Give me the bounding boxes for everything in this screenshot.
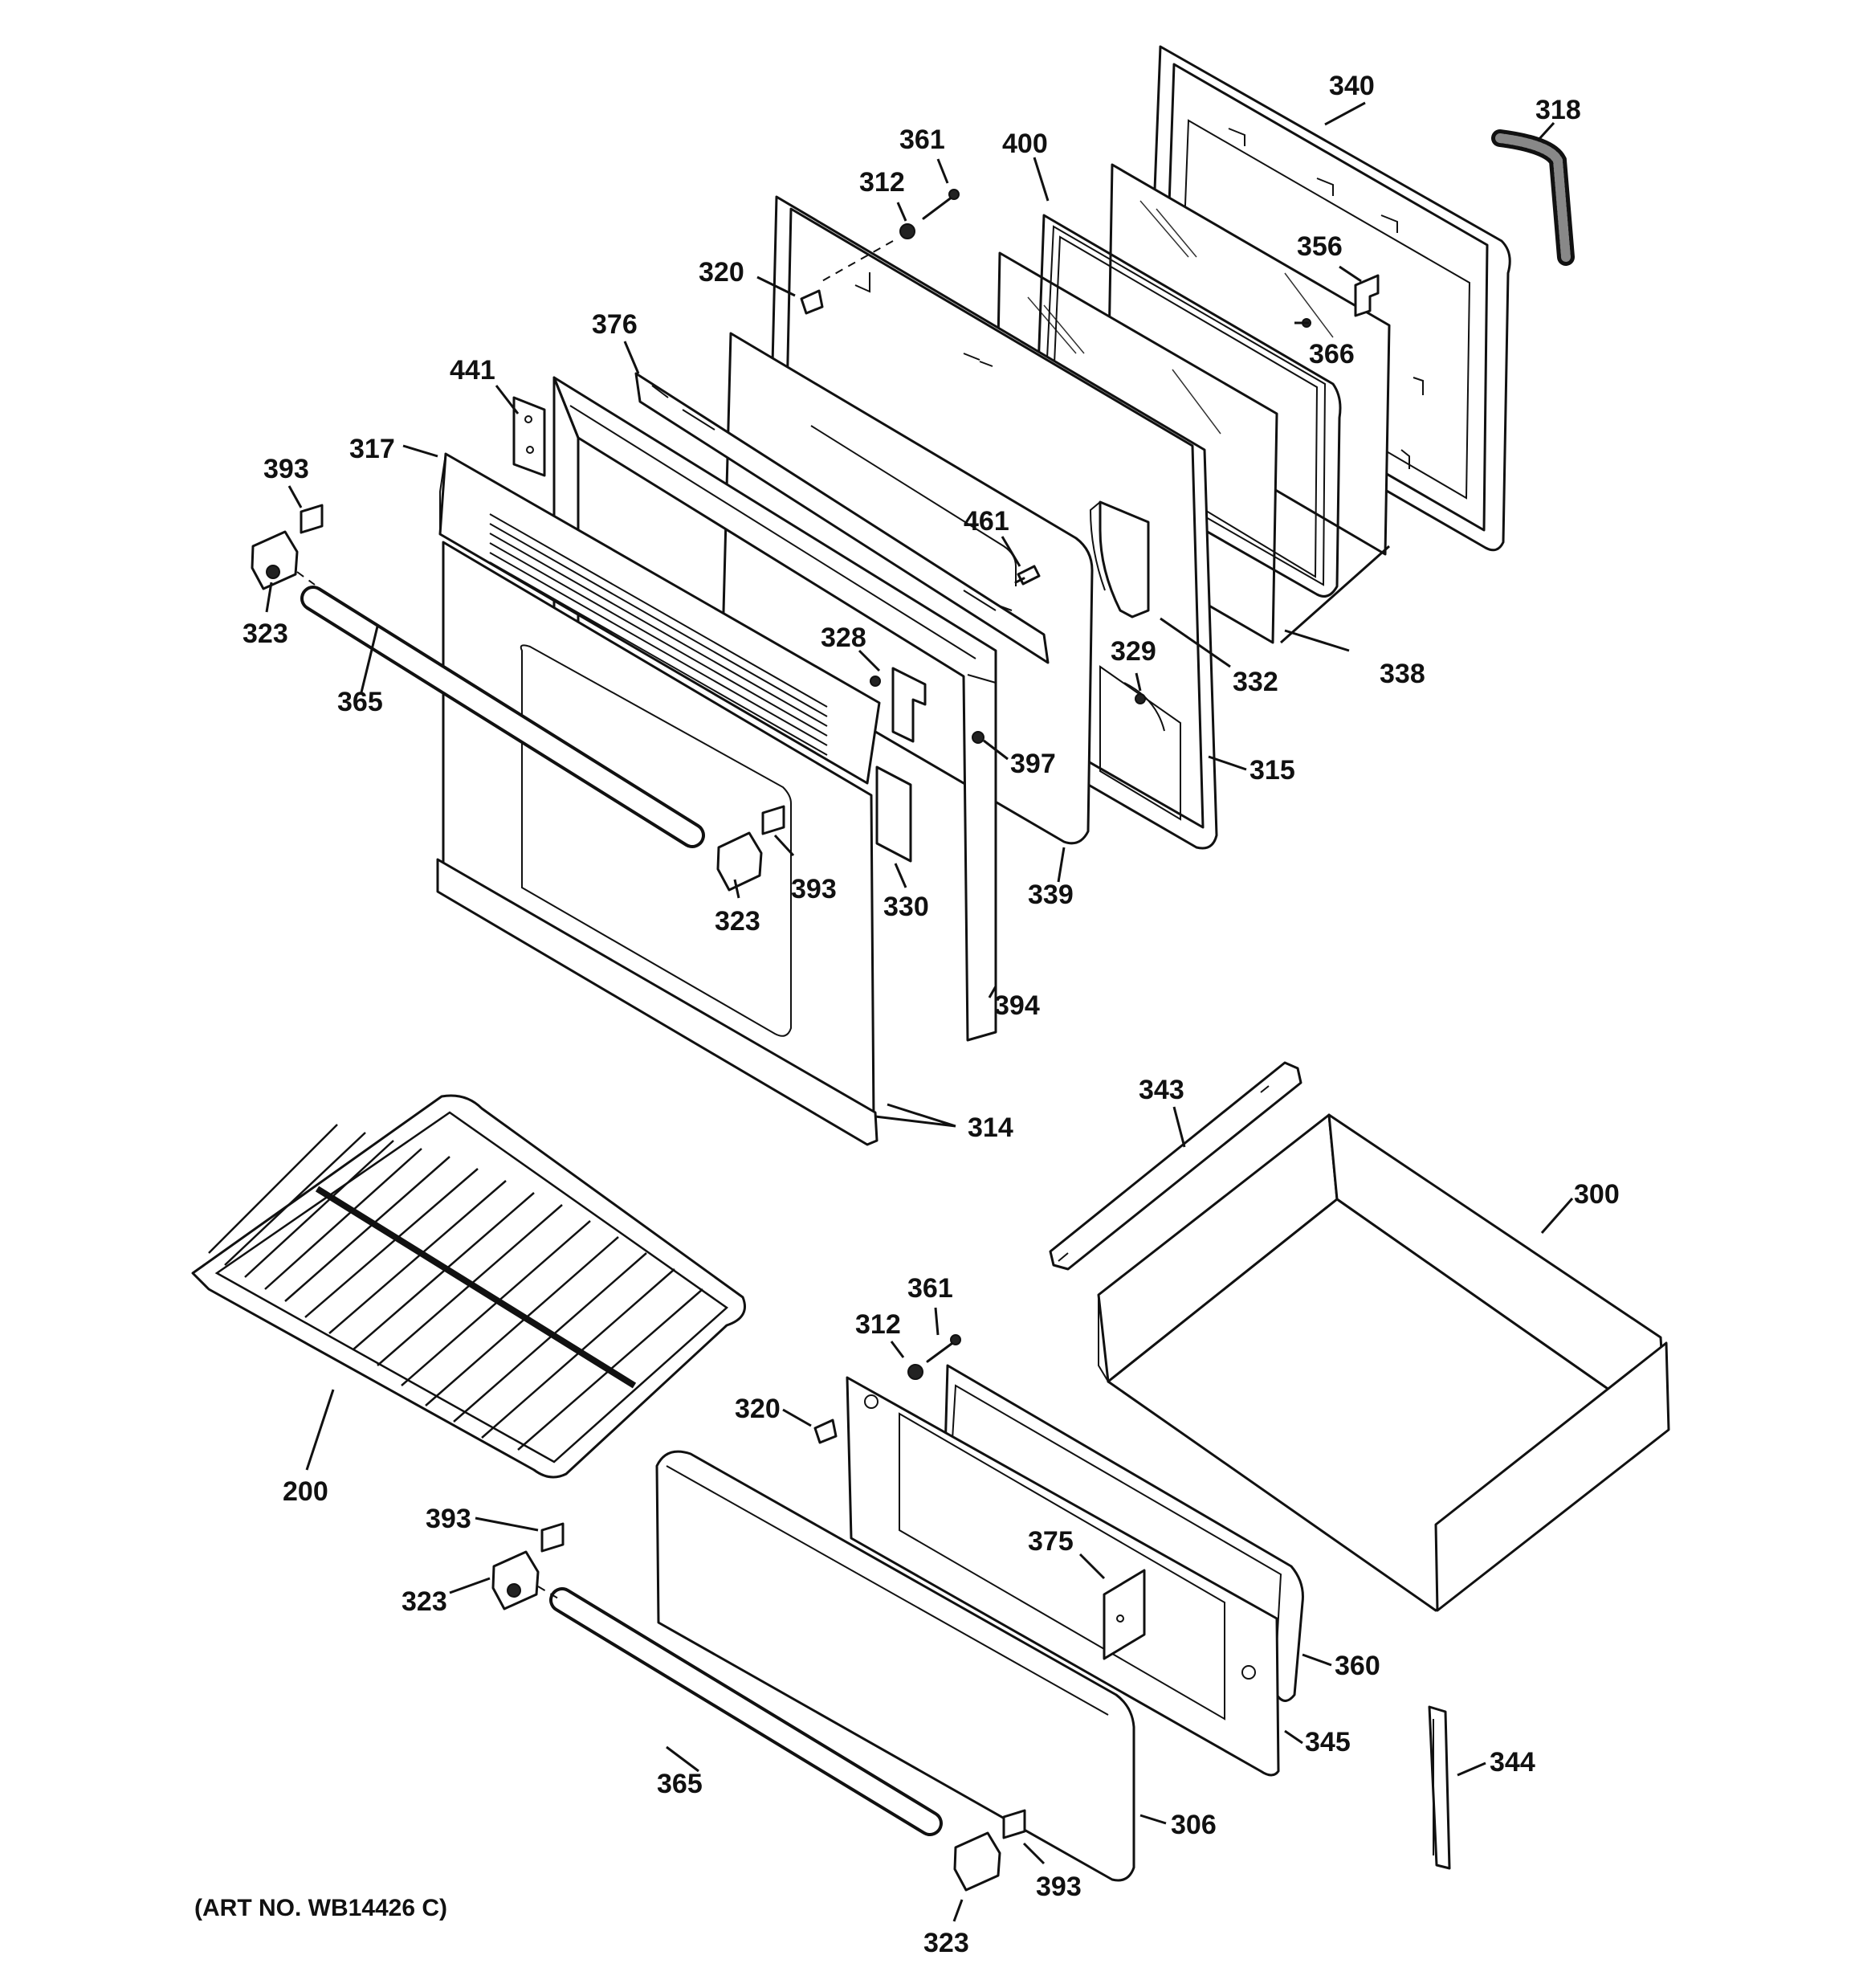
callout-314: 314 (968, 1112, 1013, 1143)
callout-365-bot: 365 (657, 1769, 703, 1799)
callout-393-bot: 393 (426, 1504, 471, 1534)
callout-323-bot2: 323 (923, 1928, 969, 1958)
part-441-hinge-clip (512, 396, 546, 477)
callout-323-mid: 323 (715, 906, 760, 937)
callout-306: 306 (1171, 1810, 1217, 1840)
part-200-oven-rack (191, 1094, 746, 1479)
callout-329: 329 (1111, 636, 1156, 667)
part-393-mid (761, 805, 785, 835)
callout-338: 338 (1380, 659, 1425, 689)
part-318-gasket (1491, 129, 1575, 266)
part-393-top (300, 504, 324, 534)
callout-312-top: 312 (859, 167, 905, 198)
callout-375: 375 (1028, 1526, 1074, 1557)
callout-344: 344 (1490, 1747, 1535, 1778)
callout-461: 461 (964, 506, 1009, 537)
callout-labels: 340 318 361 400 312 356 320 366 376 441 … (194, 71, 1620, 1958)
part-365-handle-top (300, 586, 705, 848)
callout-330: 330 (883, 892, 929, 922)
part-332-bracket (1089, 500, 1150, 618)
part-344-side-rail (1428, 1705, 1451, 1870)
callout-323-top: 323 (243, 618, 288, 649)
part-365-handle-bottom (549, 1587, 943, 1836)
callout-345: 345 (1305, 1727, 1351, 1757)
callout-323-bot: 323 (402, 1586, 447, 1617)
callout-200: 200 (283, 1476, 328, 1507)
callout-393-bot2: 393 (1036, 1872, 1082, 1902)
callout-361-top: 361 (899, 125, 945, 155)
part-306-drawer-front (655, 1450, 1135, 1882)
part-320-top (800, 289, 824, 315)
assembly-line-handle (296, 571, 316, 586)
part-330-plate (875, 765, 912, 863)
callout-365-top: 365 (337, 687, 383, 717)
callout-320-top: 320 (699, 257, 744, 288)
callout-328: 328 (821, 623, 866, 653)
part-323-bot (491, 1550, 540, 1610)
part-393-bot (540, 1522, 565, 1553)
callout-315: 315 (1249, 755, 1295, 786)
leader-lines (265, 101, 1574, 1922)
part-393-bot2 (1002, 1809, 1026, 1839)
part-356-clip (1354, 274, 1380, 317)
callout-366: 366 (1309, 339, 1355, 369)
callout-393-mid: 393 (791, 874, 837, 904)
callout-360: 360 (1335, 1651, 1380, 1681)
part-314-door-front (436, 541, 879, 1146)
part-317-vent-trim (438, 452, 881, 785)
part-361-top (922, 189, 960, 220)
part-461-screw (1014, 565, 1041, 586)
part-323-top (251, 530, 299, 590)
callout-317: 317 (349, 434, 395, 464)
part-329-screw (1135, 693, 1146, 704)
callout-356: 356 (1297, 231, 1343, 262)
part-361-bot (926, 1334, 961, 1363)
part-312-top (899, 223, 915, 239)
callout-340: 340 (1329, 71, 1375, 101)
part-345-drawer-inner (846, 1376, 1280, 1777)
art-number: (ART NO. WB14426 C) (194, 1895, 447, 1921)
part-312-bot (907, 1364, 923, 1380)
callout-376: 376 (592, 309, 638, 340)
part-375-bracket (1103, 1569, 1146, 1660)
callout-320-bot: 320 (735, 1394, 781, 1424)
callout-441: 441 (450, 355, 495, 386)
assembly-line-handle-bot (537, 1586, 559, 1599)
part-376-vent-channel (634, 372, 1050, 664)
callout-332: 332 (1233, 667, 1278, 697)
callout-312-bot: 312 (855, 1309, 901, 1340)
part-397-screw (972, 731, 984, 744)
part-323-bot2 (953, 1831, 1001, 1892)
callout-397: 397 (1010, 749, 1056, 779)
callout-300: 300 (1574, 1179, 1620, 1210)
callout-361-bot: 361 (907, 1273, 953, 1304)
callout-400: 400 (1002, 129, 1048, 159)
part-323-mid (716, 831, 763, 892)
callout-339: 339 (1028, 880, 1074, 910)
callout-318: 318 (1535, 95, 1581, 125)
part-328-bracket (870, 667, 927, 743)
callout-394: 394 (994, 990, 1040, 1021)
part-343-slide-rail (1049, 1061, 1302, 1271)
part-320-bot (813, 1419, 838, 1444)
part-300-drawer-box (1097, 1113, 1670, 1612)
callout-393-top: 393 (263, 454, 309, 484)
callout-343: 343 (1139, 1075, 1184, 1105)
